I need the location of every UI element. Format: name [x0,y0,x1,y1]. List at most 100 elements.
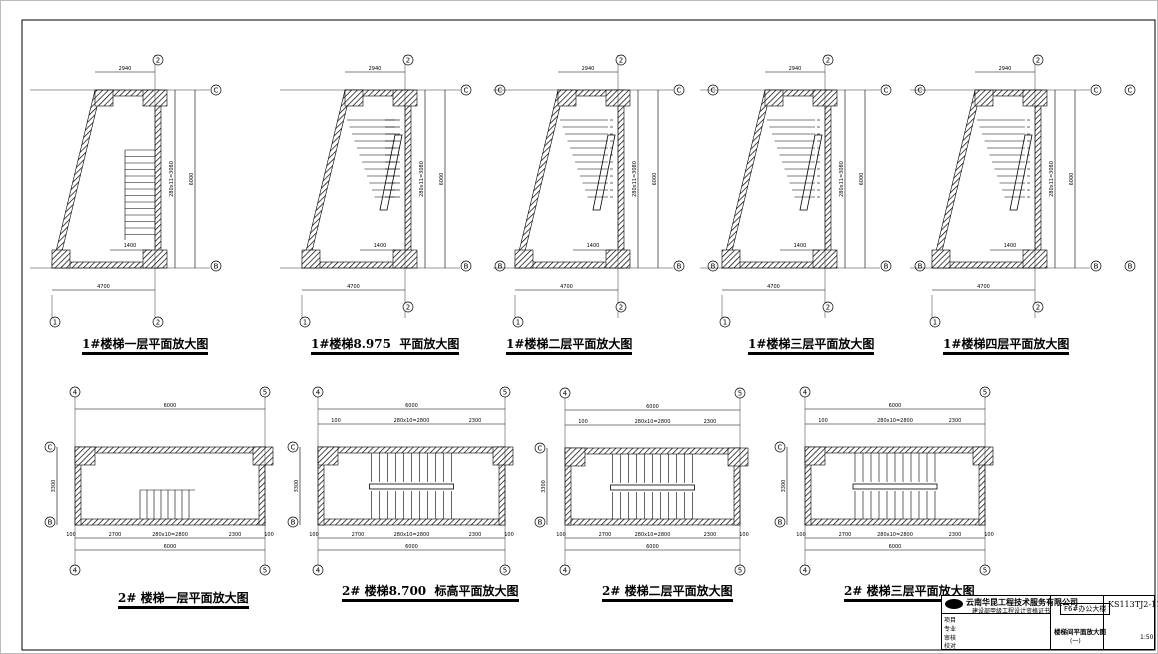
column [74,446,96,466]
axis-bubble [287,516,299,528]
axis-label: C [538,445,543,453]
axis-label: B [48,519,53,527]
dimension-label: 1400 [374,243,387,249]
axis-label: C [778,444,783,452]
dimension-label: 100 [264,532,274,538]
axis-label: 2 [406,57,410,65]
axis-label: B [464,263,469,271]
axis-label: B [498,263,503,271]
axis-label: 4 [563,567,568,575]
stair-handrail [369,483,454,490]
axis-bubble [673,260,685,272]
axis-label: 4 [316,389,321,397]
axis-label: 2 [156,319,160,327]
axis-label: 5 [503,389,507,397]
dimension-label: 2700 [352,532,365,538]
dimension-label: 280x10=2800 [635,419,671,425]
column [94,89,114,107]
axis-label: 5 [983,567,987,575]
dimension-label: 2300 [229,532,242,538]
axis-label: B [884,263,889,271]
wall-top [564,447,741,455]
dimension-label: 4700 [347,284,360,290]
axis-bubble [1124,84,1136,96]
axis-bubble [822,301,834,313]
wall-bottom [804,518,986,526]
axis-label: 4 [803,389,808,397]
title-2-stair-floor3: 2# 楼梯三层平面放大图 [844,584,975,602]
tb-row-2: 专业 [944,626,957,633]
dimension-label: 100 [739,532,749,538]
axis-label: 4 [73,389,78,397]
column [344,89,364,107]
dimension-label: 100 [984,532,994,538]
title-1-stair-floor2: 1#楼梯二层平面放大图 [506,337,633,355]
axis-bubble [1090,260,1102,272]
axis-label: 2 [156,57,160,65]
stair-well [592,134,616,211]
axis-bubble [69,386,81,398]
dimension-label: 3300 [781,480,787,493]
column [492,446,514,466]
axis-label: 2 [1036,304,1040,312]
tb-row-3: 审核 [944,635,957,642]
axis-bubble [880,260,892,272]
axis-bubble [822,54,834,66]
dimension-label: 280x11=3080 [632,161,638,197]
axis-bubble [914,260,926,272]
dimension-label: 6000 [1069,173,1075,186]
dimension-label: 100 [556,532,566,538]
dimension-label: 6000 [889,544,902,550]
axis-bubble [312,564,324,576]
wall-right [617,89,625,269]
axis-label: 1 [723,319,727,327]
dimension-label: 2940 [789,66,802,72]
divider [1103,596,1104,649]
axis-bubble [929,316,941,328]
axis-bubble [402,54,414,66]
dimension-label: 1400 [587,243,600,249]
dimension-label: 280x10=2800 [152,532,188,538]
wall-bottom [74,518,266,526]
axis-bubble [1032,54,1044,66]
axis-label: C [711,87,716,95]
axis-bubble [152,54,164,66]
column [252,446,274,466]
title-1-stair-floor4: 1#楼梯四层平面放大图 [943,337,1070,355]
wall-bottom [317,518,506,526]
axis-label: B [677,263,682,271]
title-1-stair-floor3: 1#楼梯三层平面放大图 [748,337,875,355]
axis-bubble [734,387,746,399]
axis-bubble [707,260,719,272]
axis-label: 2 [619,57,623,65]
title-2-stair-floor2: 2# 楼梯二层平面放大图 [602,584,733,602]
title-1-stair-floor1: 1#楼梯一层平面放大图 [82,337,209,355]
axis-bubble [534,516,546,528]
company-name: 云南华昆工程技术服务有限公司 [966,598,1078,607]
dimension-label: 2300 [704,532,717,538]
stair-handrail [610,484,695,491]
dimension-label: 280x10=2800 [394,418,430,424]
column [931,249,951,269]
axis-bubble [774,516,786,528]
axis-label: 2 [406,304,410,312]
dimension-label: 4700 [767,284,780,290]
column [51,249,71,269]
company-logo-icon [945,599,963,609]
dimension-label: 4700 [560,284,573,290]
tb-row-1: 项目 [944,617,957,624]
dimension-label: 100 [331,418,341,424]
dimension-label: 280x11=3080 [1049,161,1055,197]
axis-label: C [884,87,889,95]
axis-bubble [559,564,571,576]
axis-bubble [799,386,811,398]
column [514,249,534,269]
axis-bubble [287,441,299,453]
axis-bubble [1124,260,1136,272]
dimension-label: 2300 [949,532,962,538]
dimension-label: 2940 [369,66,382,72]
axis-label: 5 [983,389,987,397]
axis-label: 2 [826,304,830,312]
wall-bottom [564,518,741,526]
axis-label: 1 [53,319,57,327]
